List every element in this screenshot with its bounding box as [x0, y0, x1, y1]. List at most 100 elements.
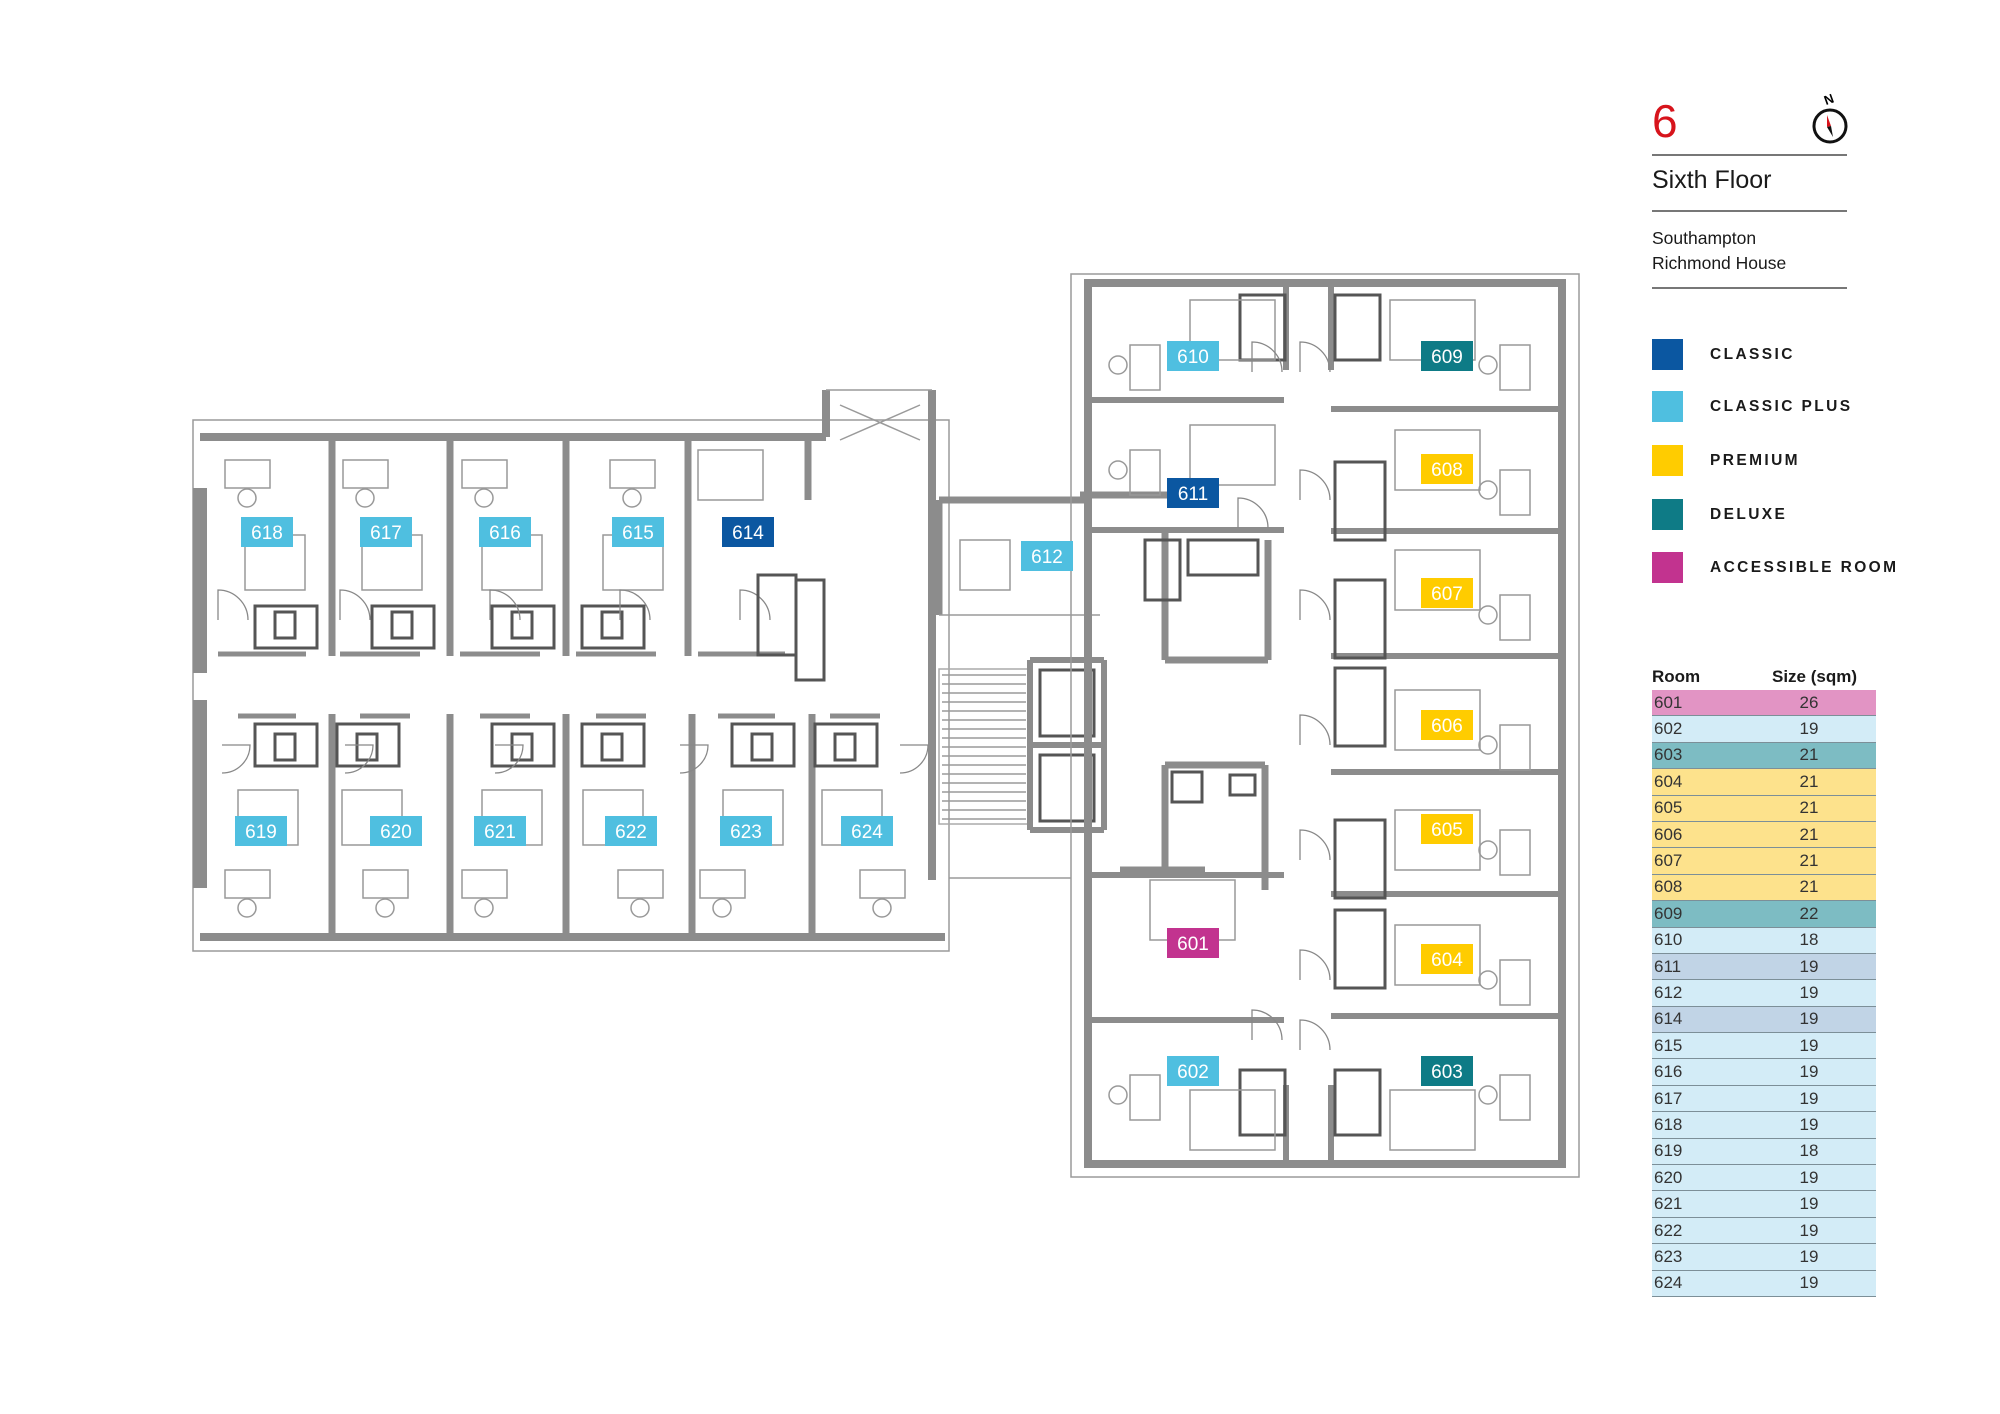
- bathroom-pod: [335, 722, 401, 768]
- room-size-cell: 21: [1799, 771, 1819, 791]
- table-header: Room Size (sqm): [1652, 664, 1876, 690]
- chair: [237, 488, 257, 508]
- room-number: 606: [1431, 716, 1463, 737]
- bathroom-pod: [253, 604, 319, 650]
- bathroom-pod: [1333, 818, 1387, 900]
- room-number: 610: [1177, 347, 1209, 368]
- bed: [609, 459, 656, 489]
- room-badge: [1421, 1056, 1473, 1086]
- chair: [1478, 480, 1498, 500]
- chair: [237, 898, 257, 918]
- legend-label: CLASSIC: [1710, 345, 1795, 363]
- chair: [1478, 605, 1498, 625]
- legend-item-accessible: ACCESSIBLE ROOM: [1652, 552, 1898, 583]
- bed: [224, 459, 271, 489]
- toilet: [600, 610, 624, 640]
- chair: [872, 898, 892, 918]
- bathroom-pod: [490, 604, 556, 650]
- bed: [1499, 469, 1531, 516]
- bed: [1189, 424, 1276, 486]
- room-badge: [1421, 578, 1473, 608]
- door: [1299, 949, 1331, 981]
- room-size-cell: 21: [1799, 877, 1819, 897]
- bed: [362, 869, 409, 899]
- floor-number: 6: [1652, 95, 1678, 147]
- legend-item-deluxe: DELUXE: [1652, 499, 1787, 530]
- room-badge: [1421, 454, 1473, 484]
- room-size-cell: 19: [1799, 1035, 1819, 1055]
- header-room: Room: [1652, 667, 1701, 686]
- door: [217, 589, 249, 621]
- bed: [859, 869, 906, 899]
- bathroom-pod: [370, 604, 436, 650]
- room-number-cell: 603: [1654, 745, 1683, 765]
- bathroom-pod: [813, 722, 879, 768]
- door: [1299, 829, 1331, 861]
- room-number-cell: 621: [1654, 1194, 1683, 1214]
- door: [489, 589, 521, 621]
- outline: [839, 404, 921, 441]
- room-size-cell: 19: [1799, 1273, 1819, 1293]
- room-label-609: 609: [1421, 341, 1473, 371]
- divider: [1652, 154, 1847, 156]
- room-size-cell: 19: [1799, 956, 1819, 976]
- bathroom-pod: [1333, 578, 1387, 660]
- compass-icon: N: [1812, 91, 1848, 144]
- building-outline: [1070, 273, 1580, 1178]
- bed: [1499, 344, 1531, 391]
- bed: [699, 869, 746, 899]
- room-label-618: 618: [241, 517, 293, 547]
- bed: [1394, 924, 1481, 986]
- chair: [1108, 460, 1128, 480]
- bed: [1499, 829, 1531, 876]
- room-size-cell: 19: [1799, 1088, 1819, 1108]
- bed: [1129, 449, 1161, 496]
- toilet: [1170, 770, 1204, 804]
- room-number-cell: 619: [1654, 1141, 1683, 1161]
- room-number: 607: [1431, 584, 1463, 605]
- room-number-cell: 612: [1654, 982, 1683, 1002]
- room-number: 621: [484, 822, 516, 843]
- room-label-602: 602: [1167, 1056, 1219, 1086]
- room-badge: [720, 816, 772, 846]
- bed: [1394, 429, 1481, 491]
- legend-label: DELUXE: [1710, 505, 1788, 523]
- legend-swatch: [1652, 499, 1683, 530]
- lift: [1038, 753, 1096, 823]
- room-badge: [605, 816, 657, 846]
- room-size-cell: 26: [1799, 692, 1819, 712]
- room-badge: [235, 816, 287, 846]
- room-label-604: 604: [1421, 944, 1473, 974]
- room-label-621: 621: [474, 816, 526, 846]
- chair: [1478, 840, 1498, 860]
- room-label-608: 608: [1421, 454, 1473, 484]
- room-size-cell: 19: [1799, 1167, 1819, 1187]
- room-label-622: 622: [605, 816, 657, 846]
- room-label-620: 620: [370, 816, 422, 846]
- room-number: 614: [732, 523, 764, 544]
- bathroom-pod: [490, 722, 556, 768]
- building-city: Southampton: [1652, 228, 1757, 248]
- bed: [1394, 809, 1481, 871]
- room-badge: [1167, 928, 1219, 958]
- chair: [630, 898, 650, 918]
- room-size-cell: 19: [1799, 719, 1819, 739]
- room-badge: [841, 816, 893, 846]
- room-size-cell: 22: [1799, 903, 1819, 923]
- room-number: 609: [1431, 347, 1463, 368]
- legend-swatch: [1652, 339, 1683, 370]
- room-number: 608: [1431, 460, 1463, 481]
- room-number: 615: [622, 523, 654, 544]
- wc: [1143, 538, 1182, 602]
- bed: [1189, 299, 1276, 361]
- room-size-cell: 18: [1799, 930, 1819, 950]
